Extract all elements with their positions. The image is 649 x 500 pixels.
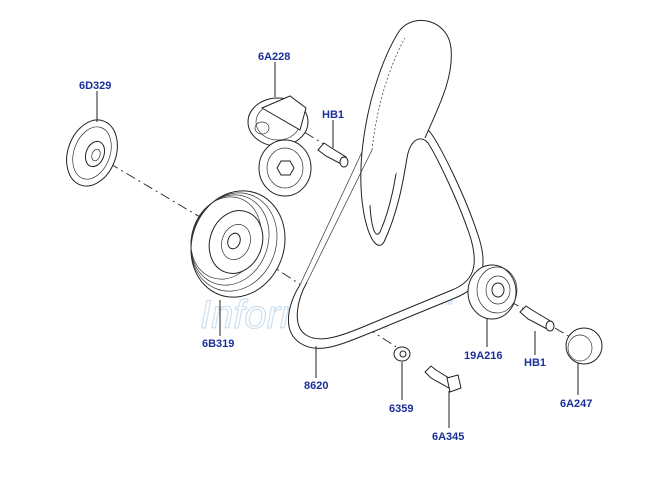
label-6a247[interactable]: 6A247	[560, 398, 592, 410]
centerline-idler-cap	[554, 327, 576, 341]
bolt-lower-icon[interactable]	[519, 305, 555, 332]
pulley-icon[interactable]	[58, 113, 126, 193]
idler-bolt-icon[interactable]	[424, 365, 462, 393]
leader-lines	[96, 62, 579, 428]
label-hb1-lower[interactable]: HB1	[524, 357, 546, 369]
label-8620[interactable]: 8620	[304, 380, 328, 392]
label-6a345[interactable]: 6A345	[432, 431, 464, 443]
label-hb1-upper[interactable]: HB1	[322, 109, 344, 121]
label-6b319[interactable]: 6B319	[202, 338, 234, 350]
label-6d329[interactable]: 6D329	[79, 80, 111, 92]
tensioner-icon[interactable]	[247, 95, 312, 197]
idler-cap-icon[interactable]	[565, 327, 603, 365]
label-6a228[interactable]: 6A228	[258, 51, 290, 63]
belt-icon[interactable]	[287, 19, 484, 349]
label-6359[interactable]: 6359	[389, 403, 413, 415]
idler-pulley-icon[interactable]	[467, 264, 518, 320]
label-19a216[interactable]: 19A216	[464, 350, 503, 362]
crank-pulley-icon[interactable]	[176, 178, 299, 311]
bolt-icon[interactable]	[317, 142, 349, 168]
part-labels: 6D329 6A228 HB1 6B319 8620 6359 6A345 19…	[79, 51, 592, 443]
washer-icon[interactable]	[393, 346, 411, 362]
